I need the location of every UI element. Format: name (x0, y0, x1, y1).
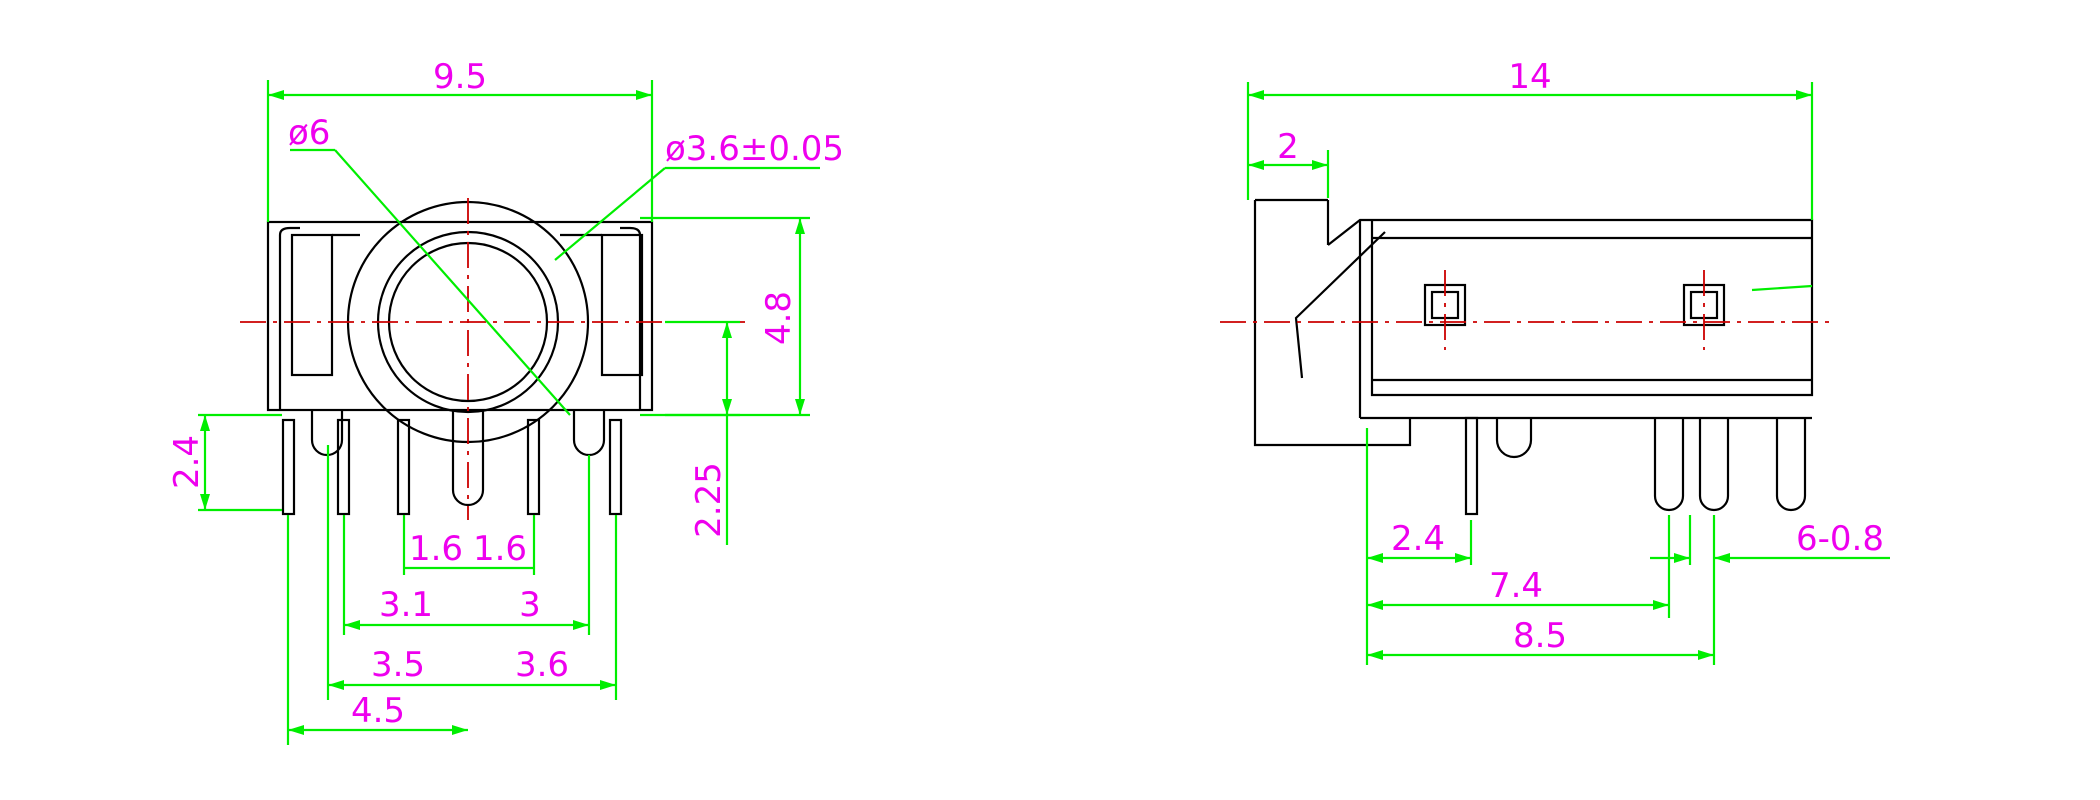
front-arrows (200, 90, 805, 735)
pitch-center-left-label: 1.6 (409, 529, 463, 569)
front-pins (281, 410, 623, 516)
front-centerlines (240, 198, 745, 520)
side-view: 14 2 2.4 7.4 8.5 6-0.8 (1220, 57, 1890, 665)
side-arrows (1248, 90, 1812, 660)
side-dimension-lines (1246, 82, 1890, 665)
front-width-label: 9.5 (433, 57, 487, 97)
front-dimension-lines (198, 80, 820, 745)
pin-spacing-a-label: 7.4 (1489, 566, 1543, 606)
mid-left-label: 3.5 (371, 645, 425, 685)
outer-diameter-label: ø6 (288, 113, 330, 153)
front-height-label: 4.8 (759, 291, 799, 345)
side-centerlines (1220, 270, 1830, 350)
outer-left-label: 4.5 (351, 691, 405, 731)
flange-label: 2 (1277, 127, 1299, 167)
inner-left-label: 3.1 (379, 585, 433, 625)
side-pins (1464, 416, 1807, 516)
pin-count-diameter-label: 6-0.8 (1796, 519, 1884, 559)
side-length-label: 14 (1508, 57, 1551, 97)
pitch-center-right-label: 1.6 (473, 529, 527, 569)
hole-diameter-label: ø3.6±0.05 (665, 129, 844, 169)
pin-spacing-b-label: 8.5 (1513, 616, 1567, 656)
right-pin-length-label: 2.25 (689, 462, 729, 538)
pin-offset-label: 2.4 (1391, 519, 1445, 559)
mid-right-label: 3.6 (515, 645, 569, 685)
front-view: 9.5 ø6 ø3.6±0.05 4.8 2.4 2.25 1.6 1.6 3.… (167, 57, 844, 745)
left-pin-length-label: 2.4 (167, 435, 207, 489)
front-body-outline (266, 220, 654, 412)
inner-right-label: 3 (519, 585, 541, 625)
